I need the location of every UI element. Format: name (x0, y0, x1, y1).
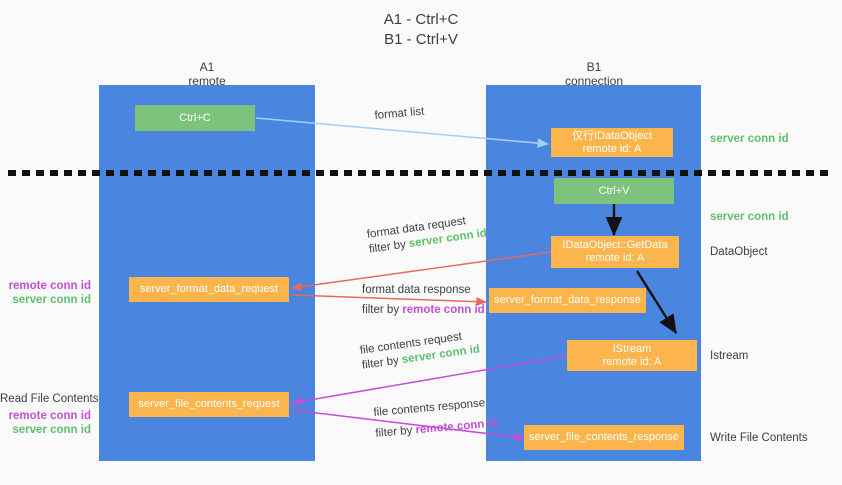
node-server-format-data-request[interactable]: server_format_data_request (129, 277, 289, 302)
annotation-server-conn-id-mid: server conn id (710, 211, 789, 223)
diagram-title: A1 - Ctrl+C B1 - Ctrl+V (0, 10, 842, 50)
node-idataobject-getdata[interactable]: IDataObject::GetData remote id: A (551, 236, 679, 268)
column-a1-sub: remote (188, 74, 226, 88)
annotation-read-file-contents: Read File Contents (0, 393, 99, 405)
annotation-server-conn-id-1: server conn id (12, 294, 91, 306)
column-header-b1: B1 connection (524, 60, 664, 88)
node-idataobject-line1: 仅行IDataObject (571, 129, 653, 142)
node-idataobject[interactable]: 仅行IDataObject remote id: A (551, 128, 673, 157)
annotation-istream: Istream (710, 350, 749, 362)
node-idataobject-line2: remote id: A (582, 142, 642, 155)
node-server-file-contents-request[interactable]: server_file_contents_request (129, 392, 289, 417)
edge-format-data-request (291, 251, 552, 292)
title-line-2: B1 - Ctrl+V (384, 31, 458, 48)
node-file-resp-label: server_file_contents_response (529, 431, 679, 443)
column-a1-name: A1 (199, 60, 215, 74)
annotation-remote-conn-id-1: remote conn id (8, 280, 91, 292)
node-getdata-line1: IDataObject::GetData (562, 239, 668, 251)
edge-format-list (255, 117, 549, 148)
node-ctrl-v-label: Ctrl+V (598, 184, 630, 197)
column-b1-sub: connection (564, 74, 624, 88)
phase-divider (8, 170, 834, 176)
edge-label-format-data-response: format data response filter by remote co… (362, 283, 485, 318)
title-line-1: A1 - Ctrl+C (383, 11, 459, 28)
node-server-file-contents-response[interactable]: server_file_contents_response (524, 425, 684, 450)
edge-file-contents-request (291, 355, 567, 406)
node-ctrl-c-label: Ctrl+C (179, 111, 211, 124)
annotation-server-conn-id-2: server conn id (12, 424, 91, 436)
node-istream-line1: IStream (612, 342, 652, 355)
edge-format-data-response (291, 294, 487, 307)
node-server-format-data-response[interactable]: server_format_data_response (489, 288, 646, 313)
annotation-dataobject: DataObject (710, 246, 768, 258)
node-getdata-line2: remote id: A (585, 252, 645, 264)
column-b1-name: B1 (586, 60, 602, 74)
annotation-server-conn-id-top: server conn id (710, 133, 789, 145)
edge-label-fmt-resp-line2: filter by remote conn id (362, 304, 485, 316)
annotation-group-file: Read File Contents remote conn id server… (0, 392, 99, 437)
node-ctrl-v[interactable]: Ctrl+V (554, 178, 674, 204)
edge-getdata-istream (635, 270, 678, 335)
edge-file-contents-response (291, 409, 525, 442)
node-fmt-resp-label: server_format_data_response (494, 294, 641, 306)
annotation-group-format: remote conn id server conn id (0, 279, 91, 307)
edge-label-fmt-resp-line1: format data response (362, 284, 471, 296)
node-fmt-req-label: server_format_data_request (139, 283, 279, 295)
node-ctrl-c[interactable]: Ctrl+C (135, 105, 255, 131)
node-istream-line2: remote id: A (602, 355, 662, 368)
column-header-a1: A1 remote (137, 60, 277, 88)
filter-by-remote-conn-id-1: remote conn id (402, 304, 485, 316)
node-istream[interactable]: IStream remote id: A (567, 340, 697, 371)
annotation-write-file-contents: Write File Contents (710, 432, 808, 444)
node-file-req-label: server_file_contents_request (138, 398, 280, 410)
annotation-remote-conn-id-2: remote conn id (8, 410, 91, 422)
